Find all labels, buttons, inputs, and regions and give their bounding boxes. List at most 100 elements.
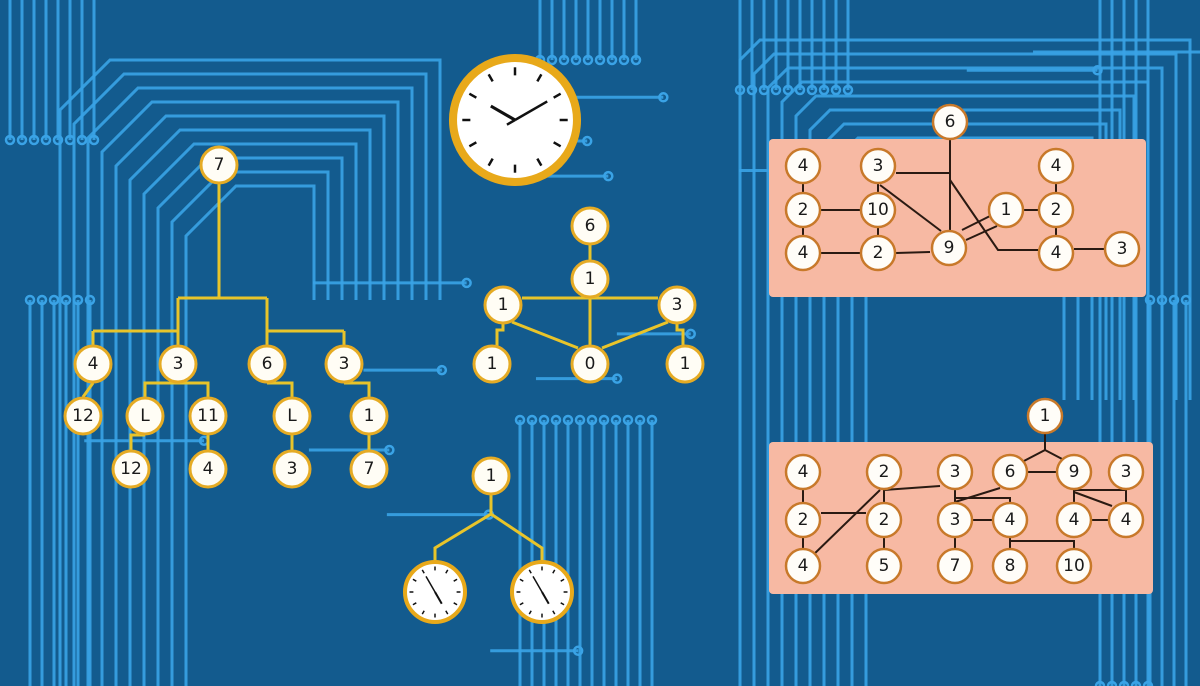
node-label: 2 — [1051, 200, 1062, 220]
graph-node: 3 — [1107, 453, 1145, 491]
node-label: 7 — [950, 556, 961, 576]
edge — [81, 382, 95, 398]
graph-node: 3 — [859, 147, 897, 185]
edge — [809, 489, 881, 559]
graph-node: 4 — [784, 453, 822, 491]
node-label: 6 — [585, 216, 596, 236]
graph-node: 6 — [247, 344, 287, 384]
node-label: 4 — [1069, 510, 1080, 530]
node-label: 12 — [120, 459, 142, 479]
graph-node: 4 — [188, 449, 228, 489]
node-label: 4 — [203, 459, 214, 479]
edge — [1073, 491, 1113, 507]
node-label: L — [287, 406, 297, 426]
graph-node: 7 — [936, 547, 974, 585]
graph-node: 1 — [349, 396, 389, 436]
graph-node: 4 — [991, 501, 1029, 539]
node-label: 2 — [879, 462, 890, 482]
graph-node: 3 — [272, 449, 312, 489]
graph-node: 10 — [1055, 547, 1093, 585]
graph-node: L — [125, 396, 165, 436]
graph-node: 7 — [349, 449, 389, 489]
node-label: 1 — [486, 466, 497, 486]
node-label: 1 — [680, 354, 691, 374]
graph-node: 8 — [991, 547, 1029, 585]
graph-node: 3 — [1103, 230, 1141, 268]
edge — [895, 251, 931, 254]
node-label: 6 — [262, 354, 273, 374]
graph-node: 4 — [1107, 501, 1145, 539]
node-label: 12 — [72, 406, 94, 426]
node-label: 1 — [498, 295, 509, 315]
node-label: 5 — [879, 556, 890, 576]
node-label: 1 — [585, 269, 596, 289]
edge — [965, 225, 998, 241]
graph-node: 1 — [987, 191, 1025, 229]
node-label: 3 — [950, 510, 961, 530]
node-label: 4 — [798, 556, 809, 576]
graph-node: 3 — [936, 453, 974, 491]
graph-node: 5 — [865, 547, 903, 585]
node-label: 3 — [173, 354, 184, 374]
graph-node: 4 — [784, 234, 822, 272]
edge — [1010, 540, 1075, 548]
node-label: 4 — [1005, 510, 1016, 530]
graph-node: 4 — [1037, 147, 1075, 185]
node-label: 2 — [798, 200, 809, 220]
edge — [675, 324, 685, 346]
node-label: 9 — [944, 238, 955, 258]
edge — [1021, 434, 1065, 463]
node-label: 8 — [1005, 556, 1016, 576]
edge — [143, 381, 210, 397]
graph-node: 4 — [73, 344, 113, 384]
graph-node: 11 — [188, 396, 228, 436]
node-label: 6 — [945, 112, 956, 132]
node-label: 3 — [339, 354, 350, 374]
graph-node: 12 — [111, 449, 151, 489]
graph-node: 1 — [471, 456, 511, 496]
graph-node: 2 — [865, 501, 903, 539]
graph-node: 3 — [324, 344, 364, 384]
edge — [601, 320, 669, 350]
graph-node: 1 — [570, 259, 610, 299]
graph-node: 9 — [1055, 453, 1093, 491]
graph-node: 4 — [784, 547, 822, 585]
graph-node: 6 — [931, 103, 969, 141]
edge — [91, 184, 346, 345]
edge — [511, 320, 579, 350]
graph-node: L — [272, 396, 312, 436]
node-label: 2 — [798, 510, 809, 530]
graph-node: 3 — [657, 285, 697, 325]
graph-node: 2 — [1037, 191, 1075, 229]
graph-node: 10 — [859, 191, 897, 229]
node-label: 3 — [1121, 462, 1132, 482]
node-label: 10 — [867, 200, 889, 220]
node-label: 4 — [88, 354, 99, 374]
node-label: 4 — [798, 156, 809, 176]
graph-node: 12 — [63, 396, 103, 436]
edge — [129, 433, 145, 450]
graph-node: 4 — [1037, 234, 1075, 272]
graph-node: 3 — [936, 501, 974, 539]
graph-node: 0 — [570, 344, 610, 384]
node-label: 4 — [1051, 156, 1062, 176]
node-label: 2 — [873, 243, 884, 263]
graph-node: 2 — [784, 191, 822, 229]
node-label: 9 — [1069, 462, 1080, 482]
graph-node: 2 — [865, 453, 903, 491]
edge — [961, 215, 991, 231]
graph-node: 6 — [991, 453, 1029, 491]
node-label: 2 — [879, 510, 890, 530]
node-label: 0 — [585, 354, 596, 374]
edge — [883, 485, 941, 491]
edge — [879, 184, 942, 232]
large-clock-icon — [448, 53, 582, 187]
graph-node: 3 — [158, 344, 198, 384]
